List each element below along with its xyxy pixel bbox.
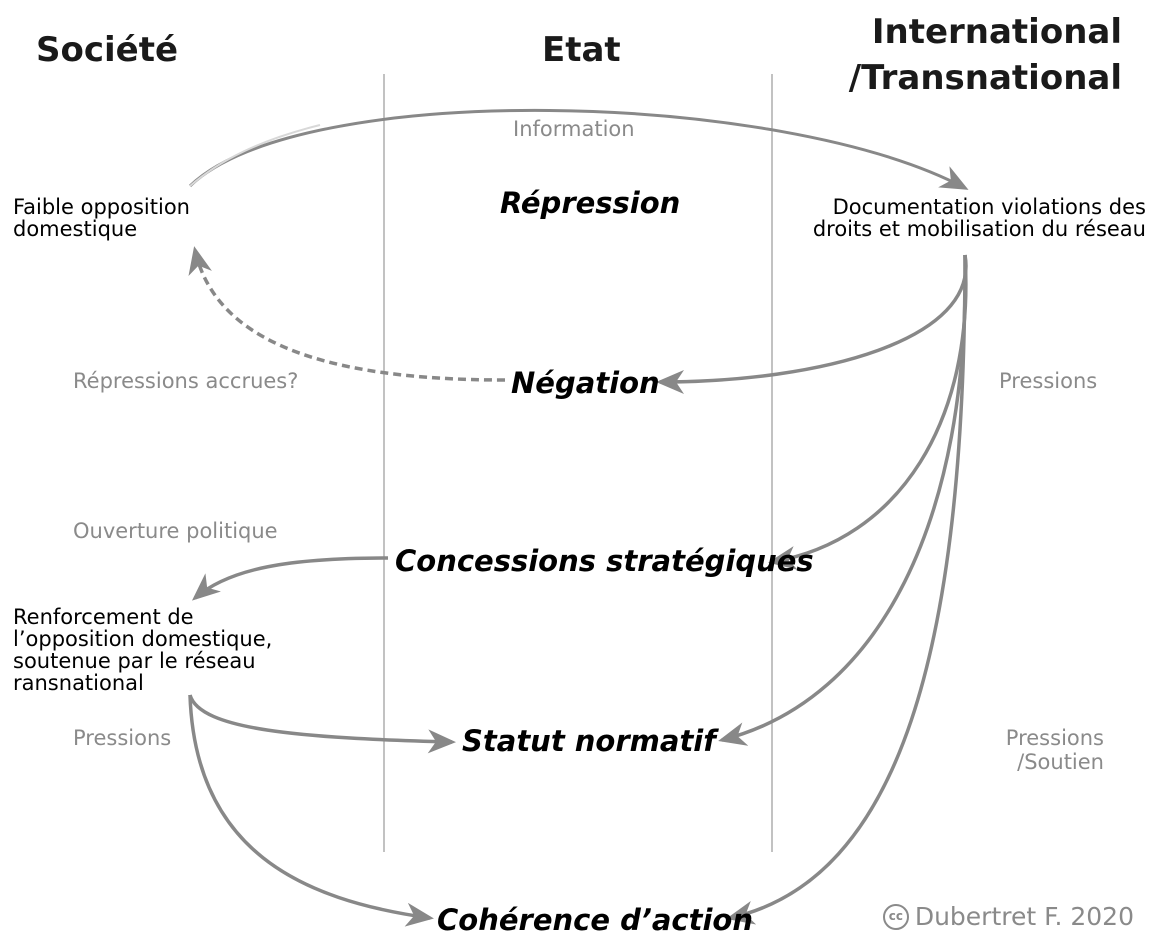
column-header-state: Etat <box>542 30 621 70</box>
pressions-soutien-line1: Pressions <box>1005 726 1104 750</box>
pressions-to-statut-arrow <box>718 254 967 746</box>
documentation-line2: droits et mobilisation du réseau <box>812 217 1146 241</box>
stage-statut-normatif: Statut normatif <box>462 724 716 758</box>
pressions-right-label: Pressions <box>999 369 1098 393</box>
reinforcement-line1: Renforcement de <box>13 605 194 629</box>
documentation-line1: Documentation violations des <box>832 195 1146 219</box>
weak-opposition-line1: Faible opposition <box>13 195 190 219</box>
documentation-label: Documentation violations des droits et m… <box>813 196 1146 240</box>
ouverture-politique-arrow <box>191 556 389 601</box>
weak-opposition-line2: domestique <box>13 217 138 241</box>
repressions-accrues-label: Répressions accrues? <box>73 369 299 393</box>
column-header-international: International /Transnational <box>849 9 1122 101</box>
pressions-to-negation-arrow <box>656 254 968 394</box>
column-header-society: Société <box>36 30 179 70</box>
pressions-to-concessions-arrow <box>768 254 968 570</box>
column-header-international-line2: /Transnational <box>848 58 1122 98</box>
pressions-left-label: Pressions <box>73 726 172 750</box>
stage-repression: Répression <box>500 186 681 220</box>
reinforcement-label: Renforcement de l’opposition domestique,… <box>13 606 272 694</box>
credit: cc Dubertret F. 2020 <box>882 902 1134 931</box>
pressions-soutien-line2: /Soutien <box>1017 750 1104 774</box>
information-arc-tail <box>189 124 321 187</box>
information-label: Information <box>513 117 635 141</box>
stage-coherence: Cohérence d’action <box>437 903 753 937</box>
weak-opposition-label: Faible opposition domestique <box>13 196 190 240</box>
stage-negation: Négation <box>511 366 660 400</box>
reinforcement-line4: ransnational <box>13 671 144 695</box>
ouverture-politique-label: Ouverture politique <box>73 519 278 543</box>
pressions-to-coherence-arrow <box>726 254 967 925</box>
creative-commons-icon: cc <box>882 904 909 930</box>
pressions-soutien-label: Pressions /Soutien <box>1006 726 1104 774</box>
reinforcement-line3: soutenue par le réseau <box>13 649 256 673</box>
column-header-international-line1: International <box>871 12 1122 52</box>
credit-text: Dubertret F. 2020 <box>914 902 1134 931</box>
repressions-accrues-arrow <box>188 246 506 382</box>
stage-concessions: Concessions stratégiques <box>395 544 814 578</box>
information-arrow <box>188 109 969 190</box>
reinforcement-line2: l’opposition domestique, <box>13 627 273 651</box>
society-to-coherence-arrow <box>188 694 434 927</box>
society-pressions-to-statut-arrow <box>188 694 456 754</box>
